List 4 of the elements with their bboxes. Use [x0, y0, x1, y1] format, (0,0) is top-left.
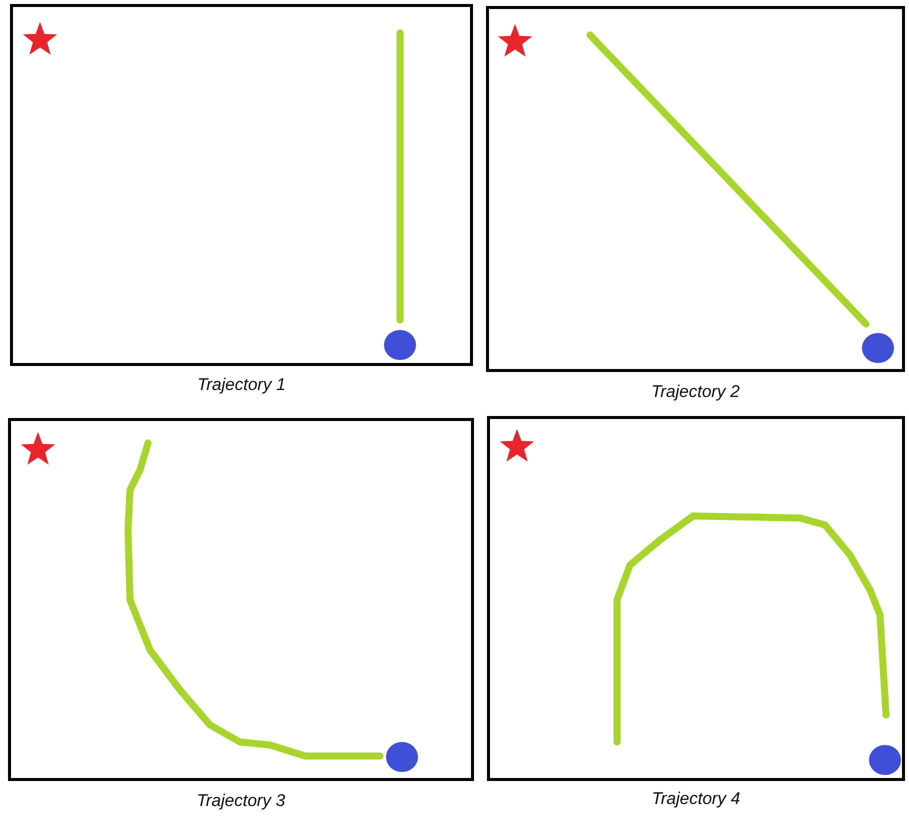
panel-label: Trajectory 3: [196, 791, 286, 811]
panel-label: Trajectory 2: [651, 382, 740, 402]
panel-label: Trajectory 1: [197, 375, 286, 395]
panel-label: Trajectory 4: [652, 789, 740, 809]
